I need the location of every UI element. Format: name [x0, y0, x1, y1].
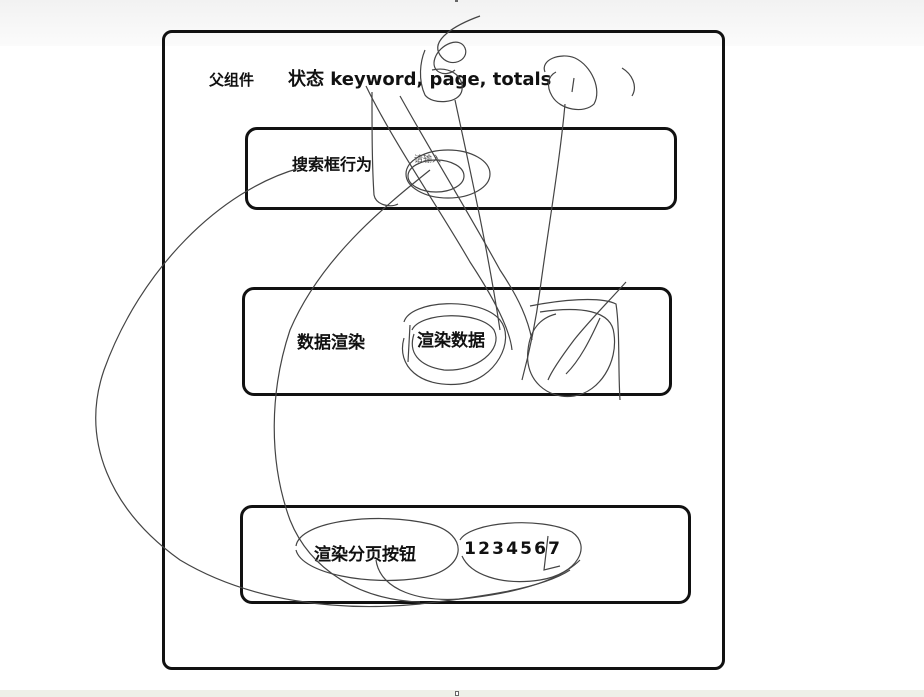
bottom-status-strip: [0, 690, 924, 697]
render-data-label: 渲染数据: [417, 331, 485, 351]
top-scroll-marker: [455, 0, 458, 2]
page-number: 6: [534, 539, 546, 559]
page-number: 1: [464, 539, 476, 559]
page-number: 7: [548, 539, 560, 559]
parent-state-label: 状态 keyword, page, totals: [288, 69, 552, 90]
page-number: 4: [506, 539, 518, 559]
search-box-label: 搜索框行为: [292, 155, 373, 174]
page-number: 2: [478, 539, 490, 559]
page-number: 5: [520, 539, 532, 559]
pager-label: 渲染分页按钮: [314, 545, 416, 565]
parent-component-label: 父组件: [209, 71, 255, 89]
data-render-label: 数据渲染: [297, 333, 365, 353]
page-number: 3: [492, 539, 504, 559]
bottom-scroll-marker: [455, 691, 459, 696]
search-input-hint: 请输入: [414, 155, 442, 165]
